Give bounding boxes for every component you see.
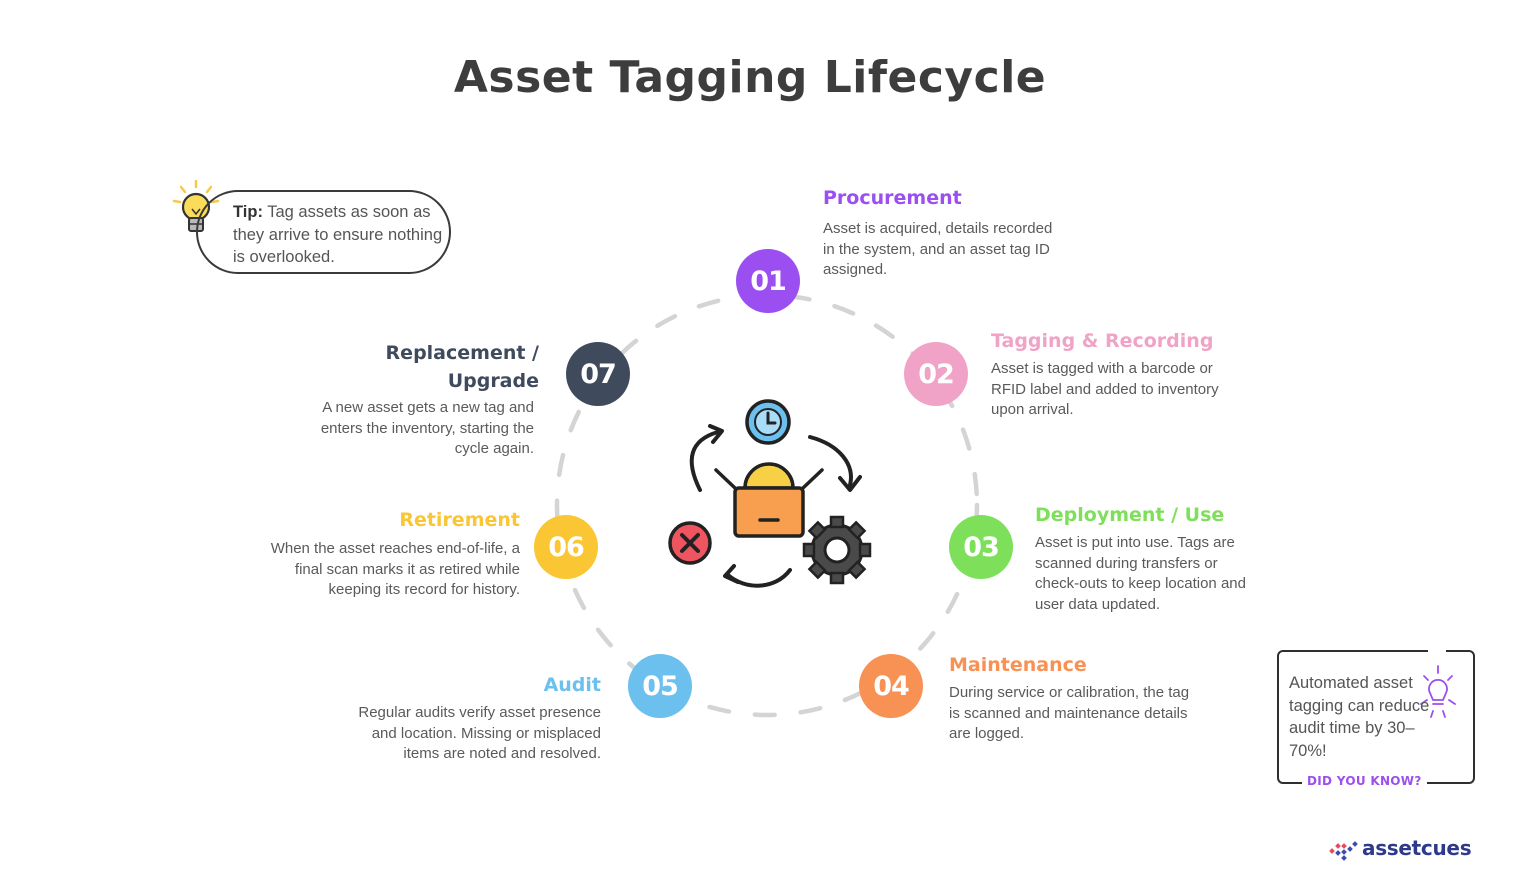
step-number-badge: 06 <box>534 515 598 579</box>
step-number-badge: 04 <box>859 654 923 718</box>
step-number-badge: 02 <box>904 342 968 406</box>
step-title-procurement: Procurement <box>823 184 962 212</box>
step-description-deployment: Asset is put into use. Tags are scanned … <box>1035 533 1255 615</box>
step-number-badge: 07 <box>566 342 630 406</box>
step-title-maintenance: Maintenance <box>949 651 1087 679</box>
step-description-tagging: Asset is tagged with a barcode or RFID l… <box>991 359 1246 421</box>
did-you-know-label: DID YOU KNOW? <box>1302 774 1427 788</box>
step-title-deployment: Deployment / Use <box>1035 501 1224 529</box>
box-icon <box>716 464 822 536</box>
step-title-audit: Audit <box>450 671 601 699</box>
tip-label: Tip: <box>233 203 263 221</box>
tip-text: Tip: Tag assets as soon as they arrive t… <box>233 201 448 269</box>
cycle-illustration <box>670 401 870 586</box>
step-description-procurement: Asset is acquired, details recorded in t… <box>823 219 1063 281</box>
step-number-badge: 01 <box>736 249 800 313</box>
step-title-retirement: Retirement <box>350 506 520 534</box>
step-number-badge: 05 <box>628 654 692 718</box>
step-description-audit: Regular audits verify asset presence and… <box>336 703 601 765</box>
step-title-replacement: Replacement / Upgrade <box>370 339 539 395</box>
step-number-badge: 03 <box>949 515 1013 579</box>
step-description-replacement: A new asset gets a new tag and enters th… <box>318 398 534 460</box>
clock-icon <box>747 401 789 443</box>
brand-logo: assetcues <box>1362 836 1471 860</box>
gear-icon <box>804 517 870 583</box>
close-icon <box>670 523 710 563</box>
step-title-tagging: Tagging & Recording <box>991 327 1213 355</box>
assetcues-logo-icon <box>1329 841 1358 861</box>
step-description-retirement: When the asset reaches end-of-life, a fi… <box>254 539 520 601</box>
tip-body: Tag assets as soon as they arrive to ens… <box>233 203 442 266</box>
did-you-know-text: Automated asset tagging can reduce audit… <box>1289 672 1439 762</box>
step-description-maintenance: During service or calibration, the tag i… <box>949 683 1194 745</box>
